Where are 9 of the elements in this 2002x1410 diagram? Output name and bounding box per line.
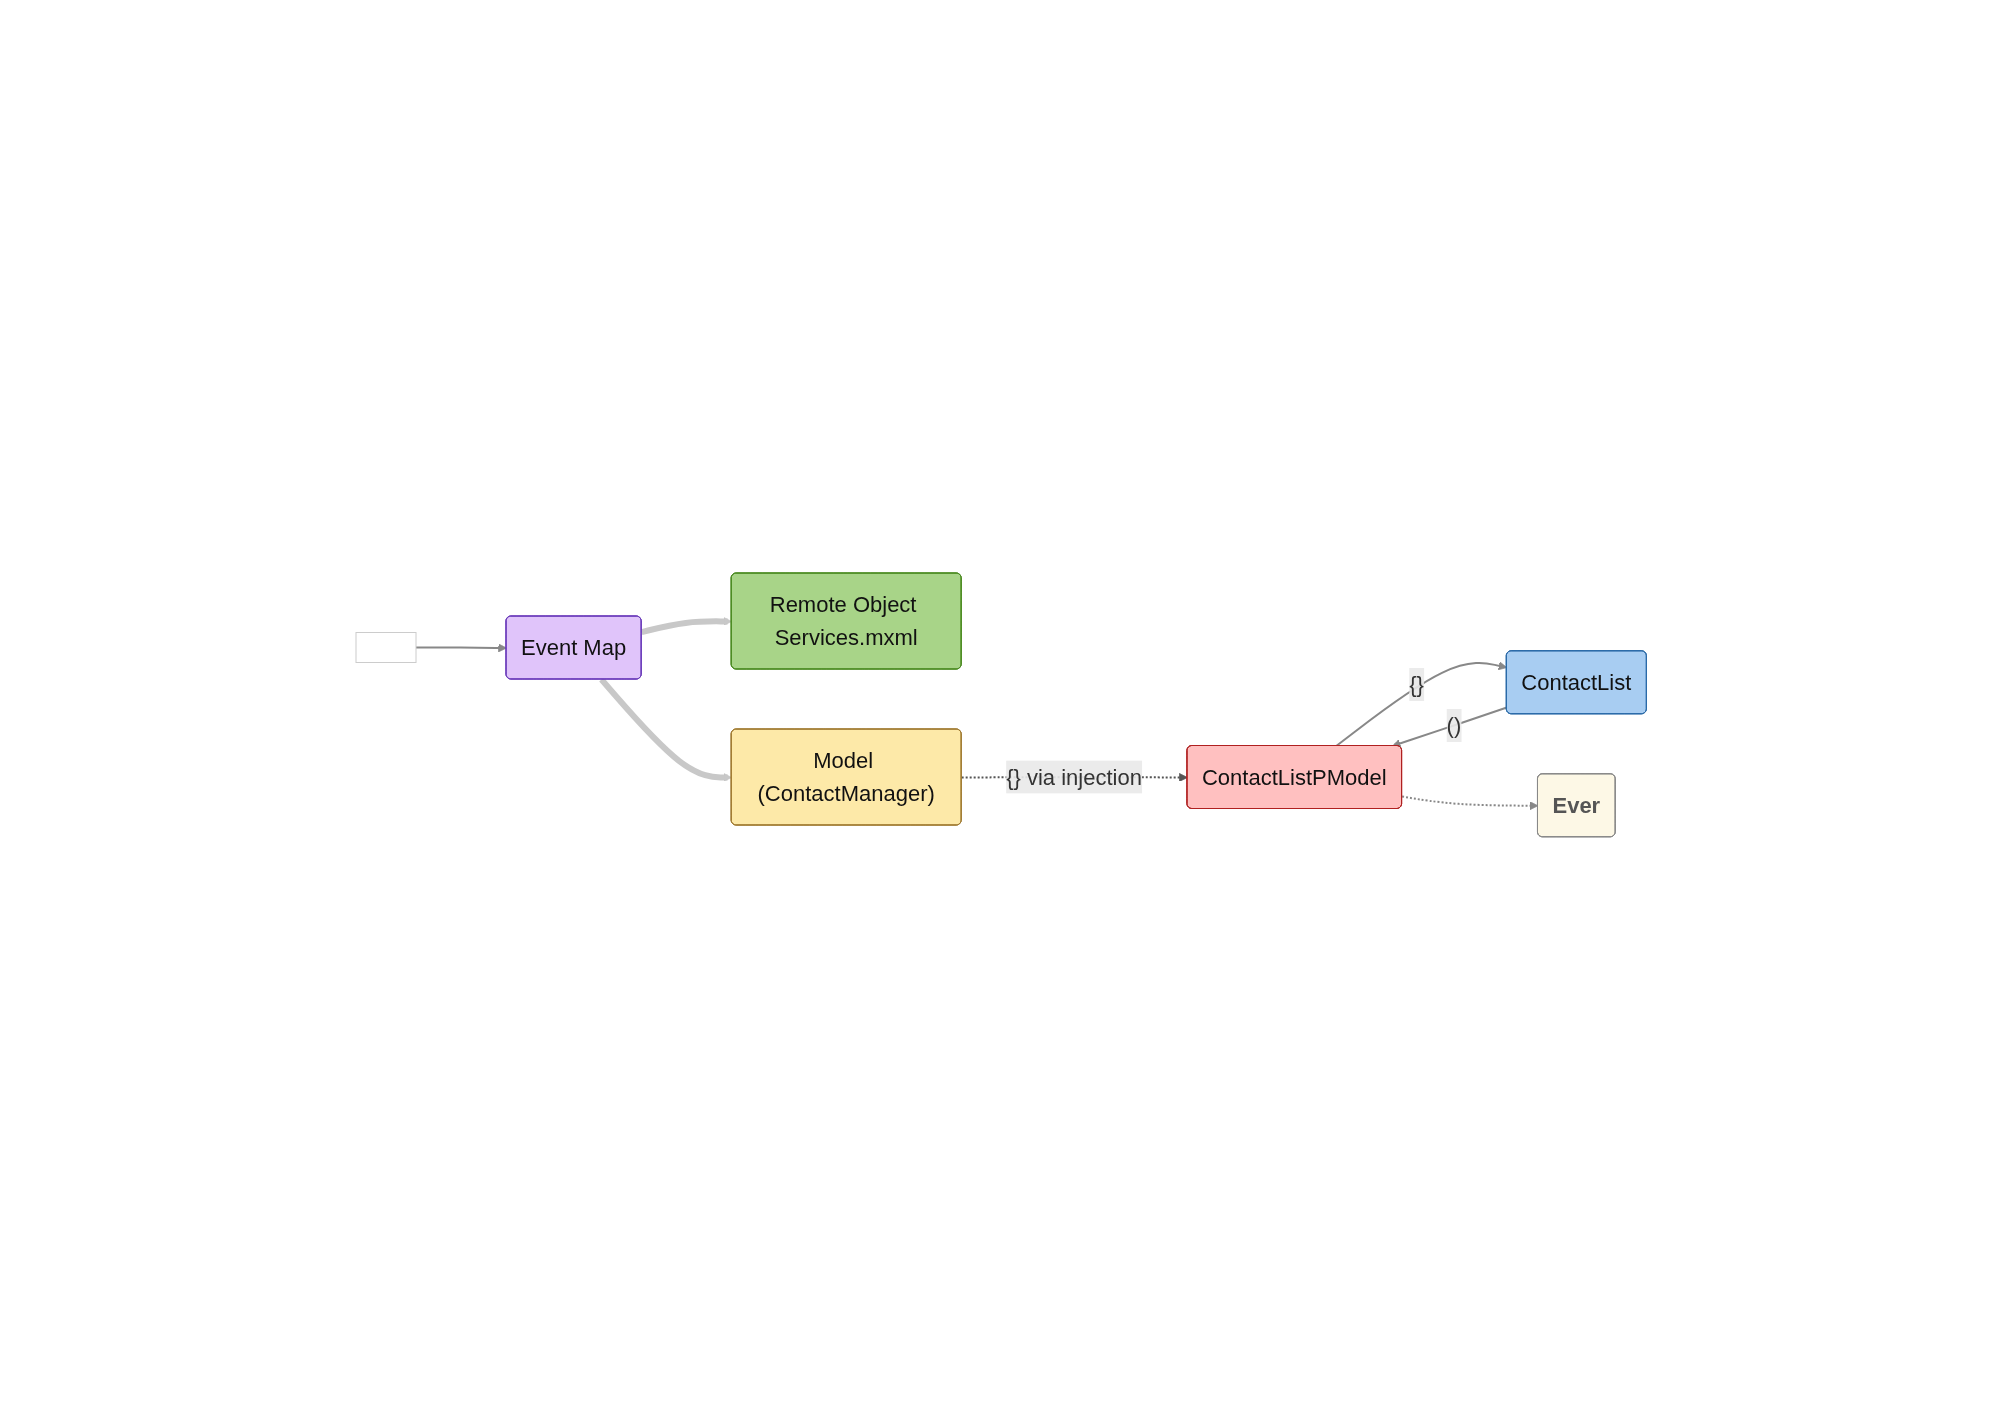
edge-label: ()	[1446, 713, 1462, 739]
arrow	[640, 617, 732, 636]
node-box	[355, 632, 417, 664]
edge-label: {}	[1409, 672, 1424, 698]
arrow	[414, 643, 507, 653]
edge-label: {} via injection	[1005, 764, 1142, 790]
arrow	[1335, 661, 1507, 748]
arrow	[1400, 795, 1539, 811]
arrow	[1391, 706, 1508, 748]
